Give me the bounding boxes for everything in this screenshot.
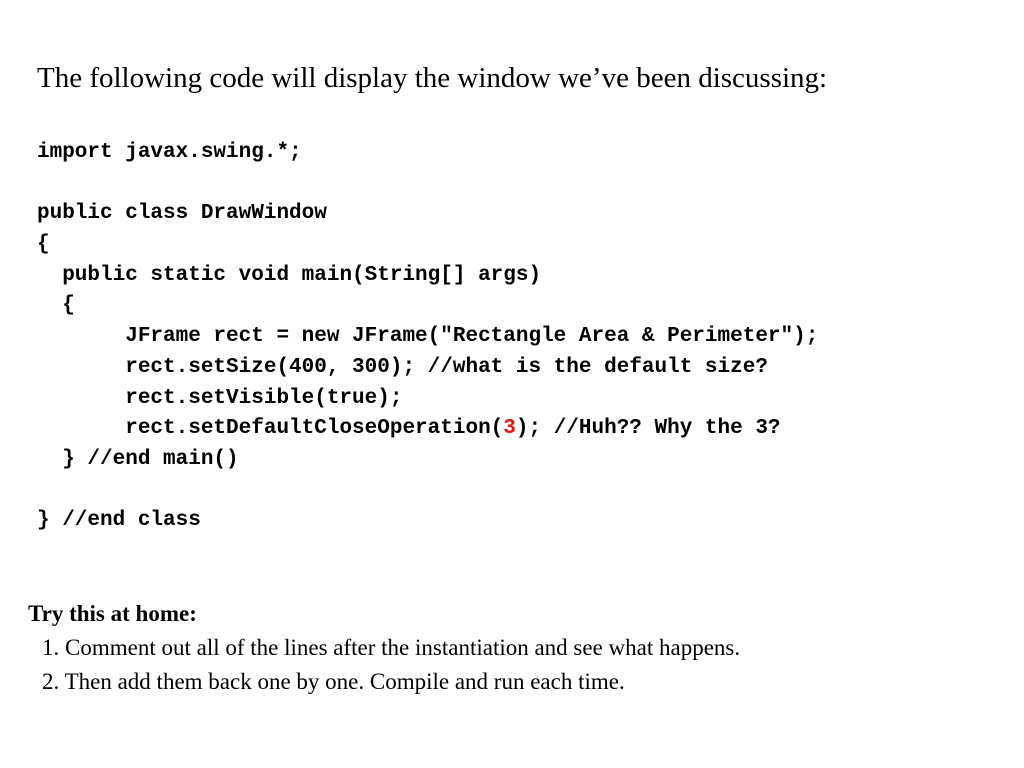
try-this-title: Try this at home: bbox=[28, 601, 197, 626]
try-step-2: 2. Then add them back one by one. Compil… bbox=[42, 669, 625, 694]
code-block: import javax.swing.*; public class DrawW… bbox=[37, 138, 818, 537]
code-line-blank bbox=[37, 169, 818, 200]
highlighted-close-value: 3 bbox=[503, 417, 516, 441]
code-close-suffix: ); //Huh?? Why the 3? bbox=[515, 417, 781, 441]
try-step-1: 1. Comment out all of the lines after th… bbox=[42, 635, 741, 660]
try-this-section: Try this at home: 1. Comment out all of … bbox=[28, 597, 740, 699]
code-line-class-close: } //end class bbox=[37, 509, 201, 533]
intro-text: The following code will display the wind… bbox=[37, 62, 828, 94]
code-line-blank bbox=[37, 476, 818, 507]
code-line-class-declaration: public class DrawWindow bbox=[37, 202, 327, 226]
code-line-jframe: JFrame rect = new JFrame("Rectangle Area… bbox=[37, 325, 819, 349]
code-line-main-close: } //end main() bbox=[37, 447, 239, 471]
code-line-setvisible: rect.setVisible(true); bbox=[37, 386, 403, 410]
code-line-set-default-close: rect.setDefaultCloseOperation(3); //Huh?… bbox=[37, 414, 818, 445]
code-line-setsize: rect.setSize(400, 300); //what is the de… bbox=[37, 355, 768, 379]
code-line-main-declaration: public static void main(String[] args) bbox=[37, 263, 542, 287]
code-line-class-open-brace: { bbox=[37, 233, 50, 257]
code-line-main-open-brace: { bbox=[37, 294, 75, 318]
code-line-import: import javax.swing.*; bbox=[37, 141, 302, 164]
code-close-prefix: rect.setDefaultCloseOperation( bbox=[37, 417, 504, 441]
